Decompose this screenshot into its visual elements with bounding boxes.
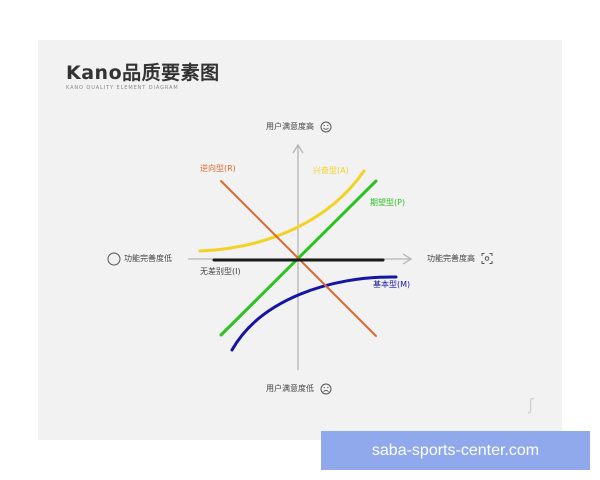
page-title: Kano品质要素图 <box>66 62 220 84</box>
page-subtitle: KANO QUALITY ELEMENT DIAGRAM <box>66 85 179 91</box>
label-attractive: 兴奋型(A) <box>313 166 349 175</box>
frown-icon <box>320 383 332 395</box>
y-axis-arrowhead <box>292 143 304 154</box>
label-indifferent: 无差别型(I) <box>200 267 241 276</box>
empty-circle-icon <box>107 252 121 266</box>
label-performance: 期望型(P) <box>370 198 406 207</box>
label-reverse: 逆向型(R) <box>200 164 236 173</box>
curve-must-be <box>230 275 398 352</box>
y-axis-bottom-label: 用户满意度低 <box>266 384 314 393</box>
y-axis-top-label: 用户满意度高 <box>266 122 314 131</box>
label-must-be: 基本型(M) <box>373 280 411 289</box>
diagram-card <box>38 40 562 440</box>
x-axis-right-label: 功能完善度高 <box>427 254 475 263</box>
smile-icon <box>320 121 332 133</box>
x-axis-left-label: 功能完善度低 <box>124 254 172 263</box>
curve-attractive <box>198 169 366 253</box>
expand-square-icon <box>481 253 493 264</box>
watermark-logo: ʃ <box>528 395 534 414</box>
domain-banner: saba-sports-center.com <box>321 431 590 470</box>
x-axis-arrowhead <box>402 253 413 265</box>
